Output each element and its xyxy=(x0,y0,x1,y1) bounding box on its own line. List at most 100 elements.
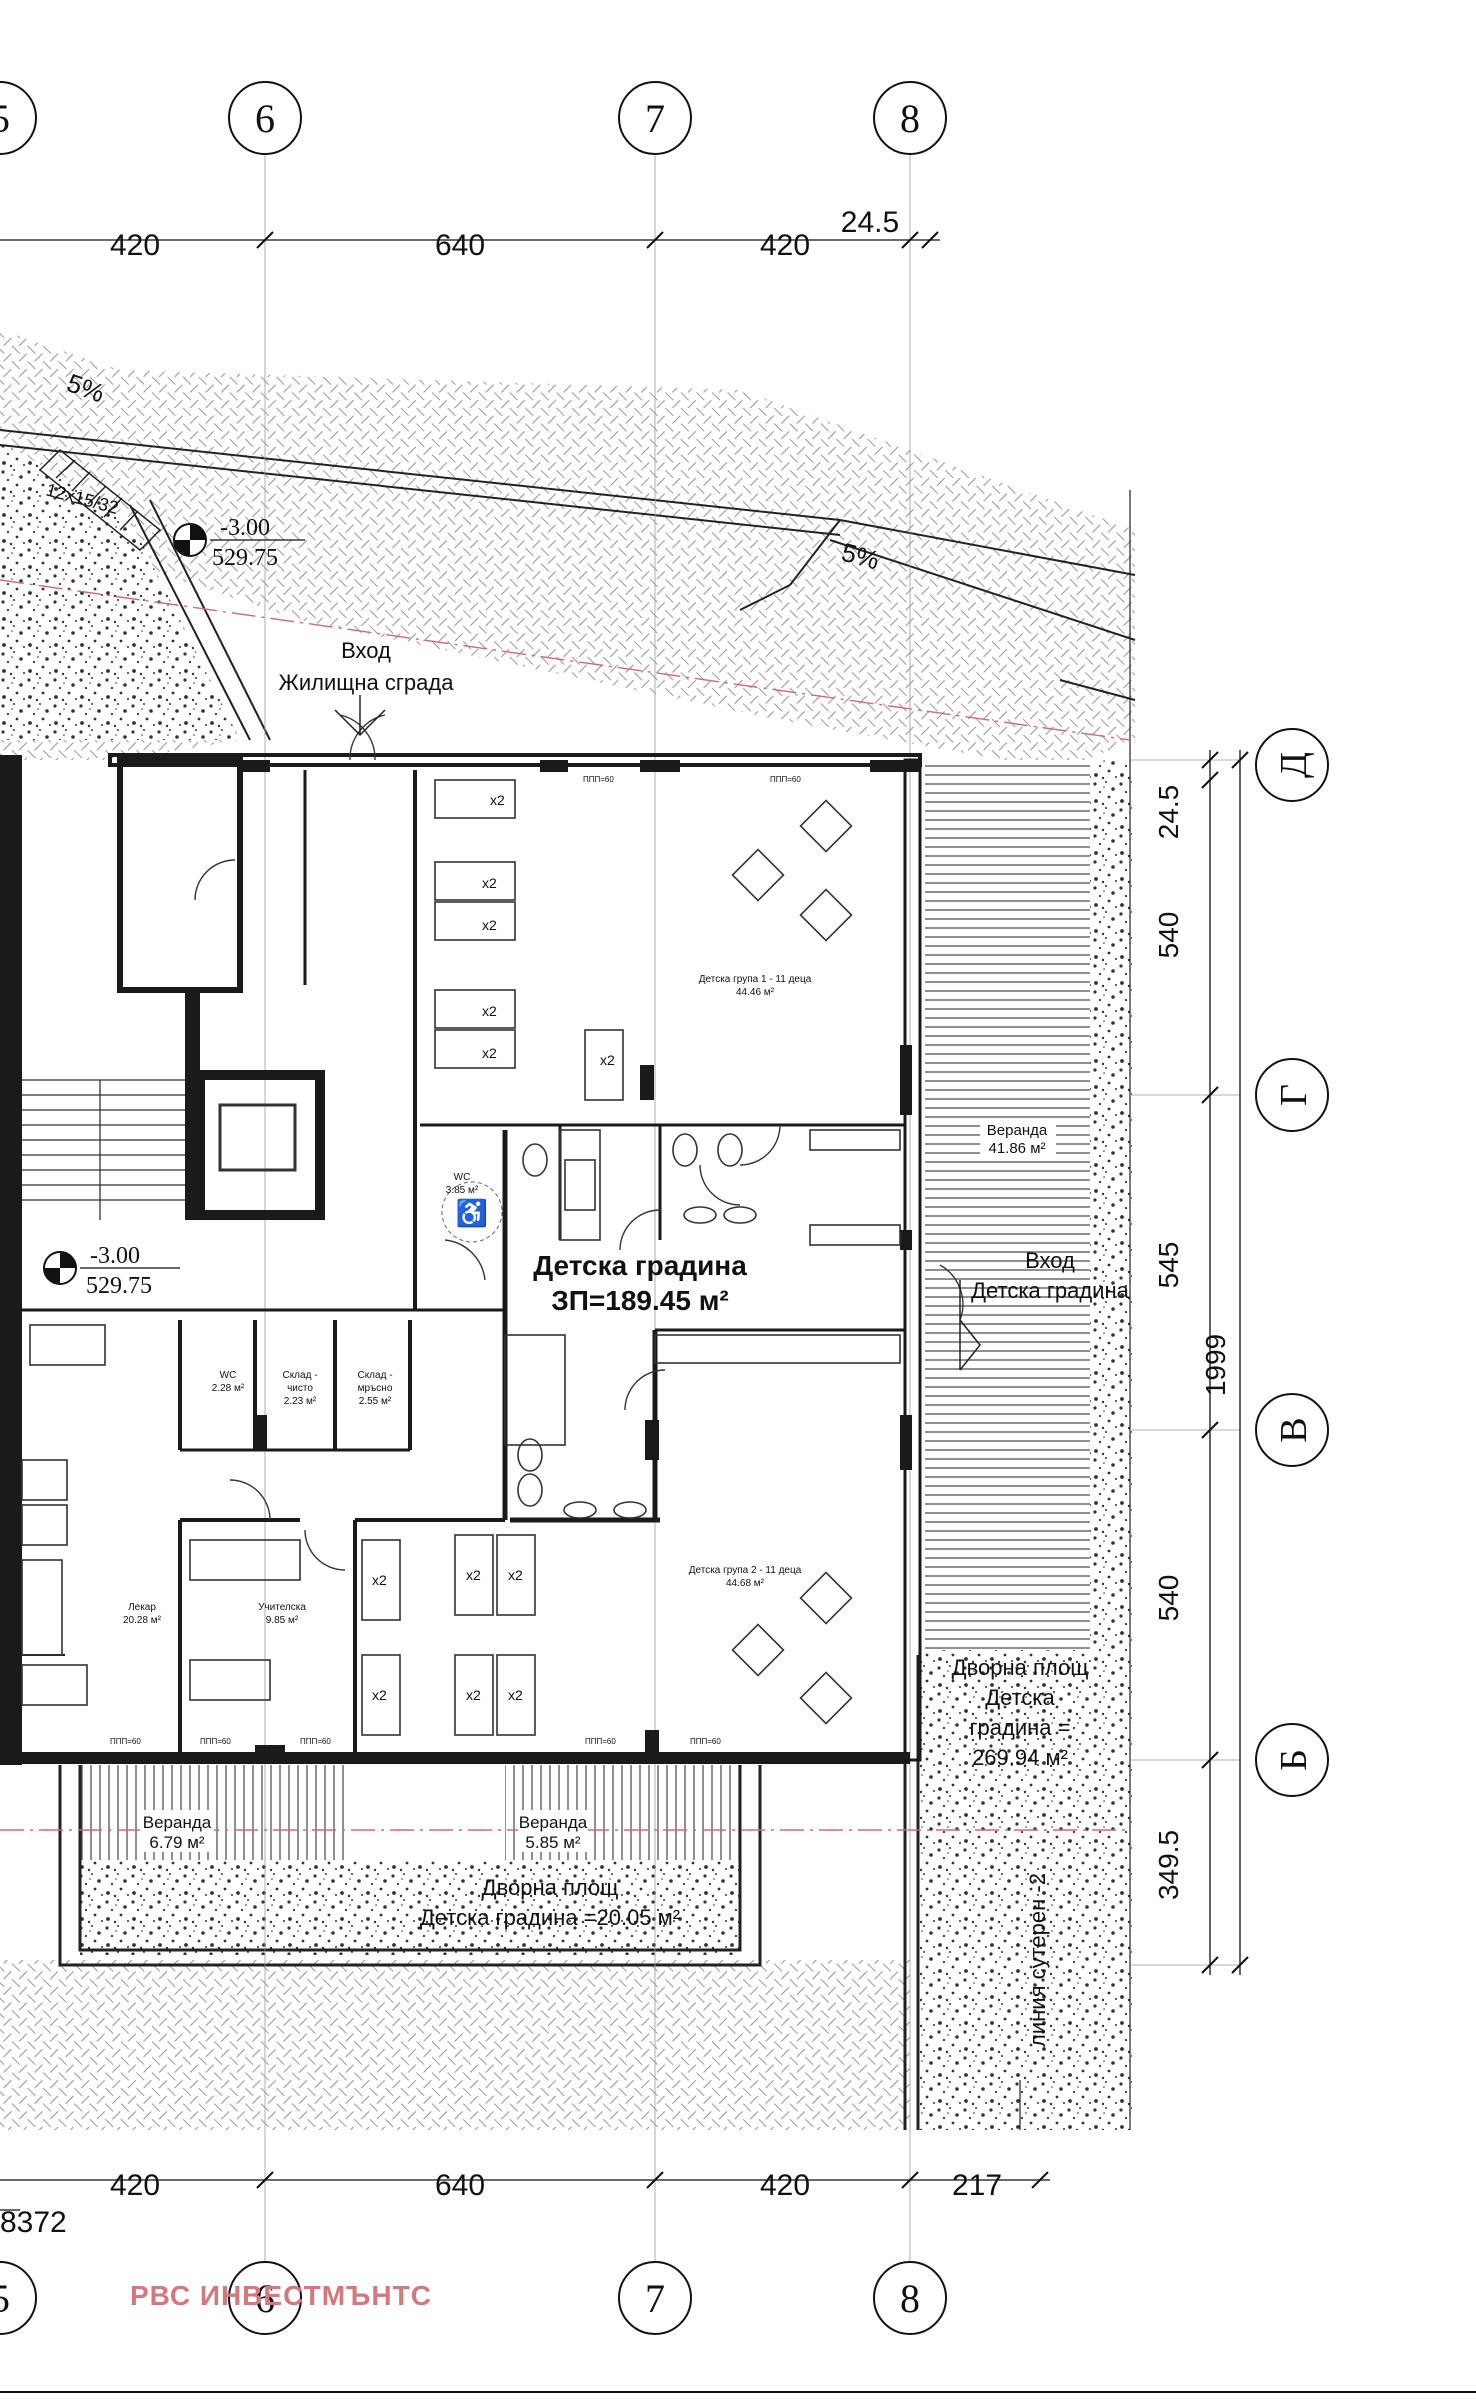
svg-text:♿: ♿ xyxy=(456,1198,488,1228)
bed-label: x2 xyxy=(600,1052,615,1068)
level-1-elev: -3.00 xyxy=(220,515,270,541)
room-storage-dirty-2: мръсно xyxy=(358,1383,393,1394)
entrance-arrows xyxy=(334,695,981,1371)
grid-col-8-top: 8 xyxy=(900,96,920,141)
dim-top-2: 640 xyxy=(435,229,485,262)
bed-label: x2 xyxy=(482,917,497,933)
room-storage-clean-area: 2.23 м² xyxy=(284,1396,317,1407)
bed-label: x2 xyxy=(490,792,505,808)
room-doctor-area: 20.28 м² xyxy=(123,1615,162,1626)
room-veranda-b-area: 5.85 м² xyxy=(525,1833,580,1852)
level-1-abs: 529.75 xyxy=(212,545,278,571)
grid-col-7-top: 7 xyxy=(645,96,665,141)
ramp-edges xyxy=(0,429,1136,741)
bed-label: x2 xyxy=(508,1567,523,1583)
bed-labels: x2 x2 x2 x2 x2 x2 x2 x2 x2 x2 x2 x2 xyxy=(372,792,615,1703)
grid-column-labels-bottom: 5 6 7 8 xyxy=(0,2261,947,2335)
dim-right-4: 540 xyxy=(1153,1575,1184,1622)
window-tag: ППП=60 xyxy=(585,1737,616,1746)
veranda-big-deck xyxy=(925,760,1090,1650)
yard-labels: Дворна площ Детска градина =20.05 м² Дво… xyxy=(420,1655,1088,2047)
entrance-residential-label-2: Жилищна сграда xyxy=(279,670,455,695)
grid-row-labels-right: Д Г В Б xyxy=(1255,728,1329,1797)
exterior-surfaces xyxy=(0,330,1135,2130)
dim-right-total: 1999 xyxy=(1200,1334,1231,1396)
dimensions-bottom: 420 640 420 217 8372 xyxy=(0,2169,1002,2239)
grid-col-5-bottom: 5 xyxy=(0,2276,10,2321)
bed-label: x2 xyxy=(372,1687,387,1703)
gravel-bottom-yard xyxy=(80,1860,740,1955)
kindergarten-area: ЗП=189.45 м² xyxy=(551,1285,728,1316)
window-tag: ППП=60 xyxy=(583,775,614,784)
kindergarten-title: Детска градина xyxy=(533,1250,747,1281)
room-group1-name: Детска група 1 - 11 деца xyxy=(699,974,812,985)
grid-guide-lines xyxy=(264,150,1240,2300)
wheelchair-icon: ♿ xyxy=(441,1181,503,1243)
room-wc2-name: WC xyxy=(220,1370,237,1381)
room-labels: Детска група 1 - 11 деца 44.46 м² Детска… xyxy=(123,974,1056,1852)
room-veranda-a-area: 6.79 м² xyxy=(149,1833,204,1852)
bed-label: x2 xyxy=(482,1045,497,1061)
yard-bottom-label-1: Дворна площ xyxy=(482,1875,619,1900)
gravel-left-strip xyxy=(0,440,240,760)
bed-label: x2 xyxy=(372,1572,387,1588)
veranda-a-deck xyxy=(80,1765,350,1860)
entrance-kindergarten-label-2: Детска градина xyxy=(971,1278,1129,1303)
level-2-abs: 529.75 xyxy=(86,1273,152,1299)
grid-col-6-bottom: 6 xyxy=(255,2276,275,2321)
building-walls xyxy=(0,753,922,1765)
room-teacher-name: Учителска xyxy=(258,1602,306,1613)
grid-row-d: Д xyxy=(1273,752,1315,778)
grid-row-g: Г xyxy=(1273,1084,1315,1106)
room-wc-area: 3.85 м² xyxy=(446,1185,479,1196)
entrance-kindergarten-label-1: Вход xyxy=(1025,1248,1075,1273)
window-tags: ППП=60 ППП=60 ППП=60 ППП=60 ППП=60 ППП=6… xyxy=(110,775,801,1746)
dim-top-3: 420 xyxy=(760,229,810,262)
gravel-right-yard-lower xyxy=(920,1650,1130,2130)
ramp-paving-top xyxy=(0,330,1135,770)
furniture xyxy=(21,779,901,1736)
grid-col-6-top: 6 xyxy=(255,96,275,141)
dimension-lines xyxy=(0,231,1249,2211)
room-storage-dirty-1: Склад - xyxy=(357,1370,392,1381)
grid-col-7-bottom: 7 xyxy=(645,2276,665,2321)
dim-bottom-3: 420 xyxy=(760,2169,810,2202)
paving-left-band xyxy=(0,740,240,760)
dim-right-1: 24.5 xyxy=(1153,785,1184,840)
dim-bottom-4: 217 xyxy=(952,2169,1002,2202)
window-tag: ППП=60 xyxy=(110,1737,141,1746)
dim-right-5: 349.5 xyxy=(1153,1830,1184,1900)
dim-right-2: 540 xyxy=(1153,912,1184,959)
basement-line-label: линия сутерен -2 xyxy=(1025,1873,1050,2047)
yard-right-label-3: градина = xyxy=(970,1715,1071,1740)
grid-col-8-bottom: 8 xyxy=(900,2276,920,2321)
dimensions-top: 420 640 420 24.5 xyxy=(110,206,899,262)
bed-label: x2 xyxy=(466,1687,481,1703)
room-veranda-a-name: Веранда xyxy=(143,1813,212,1832)
dim-right-3: 545 xyxy=(1153,1242,1184,1289)
grid-col-5-top: 5 xyxy=(0,96,10,141)
window-tag: ППП=60 xyxy=(770,775,801,784)
bed-label: x2 xyxy=(466,1567,481,1583)
exterior-stairs xyxy=(38,448,162,552)
level-marker-2: -3.00 529.75 xyxy=(43,1243,180,1299)
grid-column-labels-top: 5 6 7 8 xyxy=(0,81,947,155)
bed-label: x2 xyxy=(482,875,497,891)
yard-right-label-1: Дворна площ xyxy=(952,1655,1089,1680)
dim-bottom-1: 420 xyxy=(110,2169,160,2202)
window-tag: ППП=60 xyxy=(690,1737,721,1746)
room-storage-dirty-area: 2.55 м² xyxy=(359,1396,392,1407)
watermark: РВС ИНВЕСТМЪНТС xyxy=(130,2280,432,2311)
room-veranda-big-name: Веранда xyxy=(987,1122,1048,1139)
room-veranda-b-name: Веранда xyxy=(519,1813,588,1832)
room-group2-area: 44.68 м² xyxy=(726,1578,765,1589)
window-tag: ППП=60 xyxy=(200,1737,231,1746)
yard-right-label-4: 269.94 м² xyxy=(972,1745,1068,1770)
room-wc2-area: 2.28 м² xyxy=(212,1383,245,1394)
grid-row-b: Б xyxy=(1273,1749,1315,1771)
grid-row-v: В xyxy=(1273,1417,1315,1442)
paving-bottom xyxy=(0,1960,910,2130)
dimensions-right: 24.5 540 545 540 349.5 1999 xyxy=(1153,785,1231,1900)
dim-bottom-total: 8372 xyxy=(0,2206,67,2239)
